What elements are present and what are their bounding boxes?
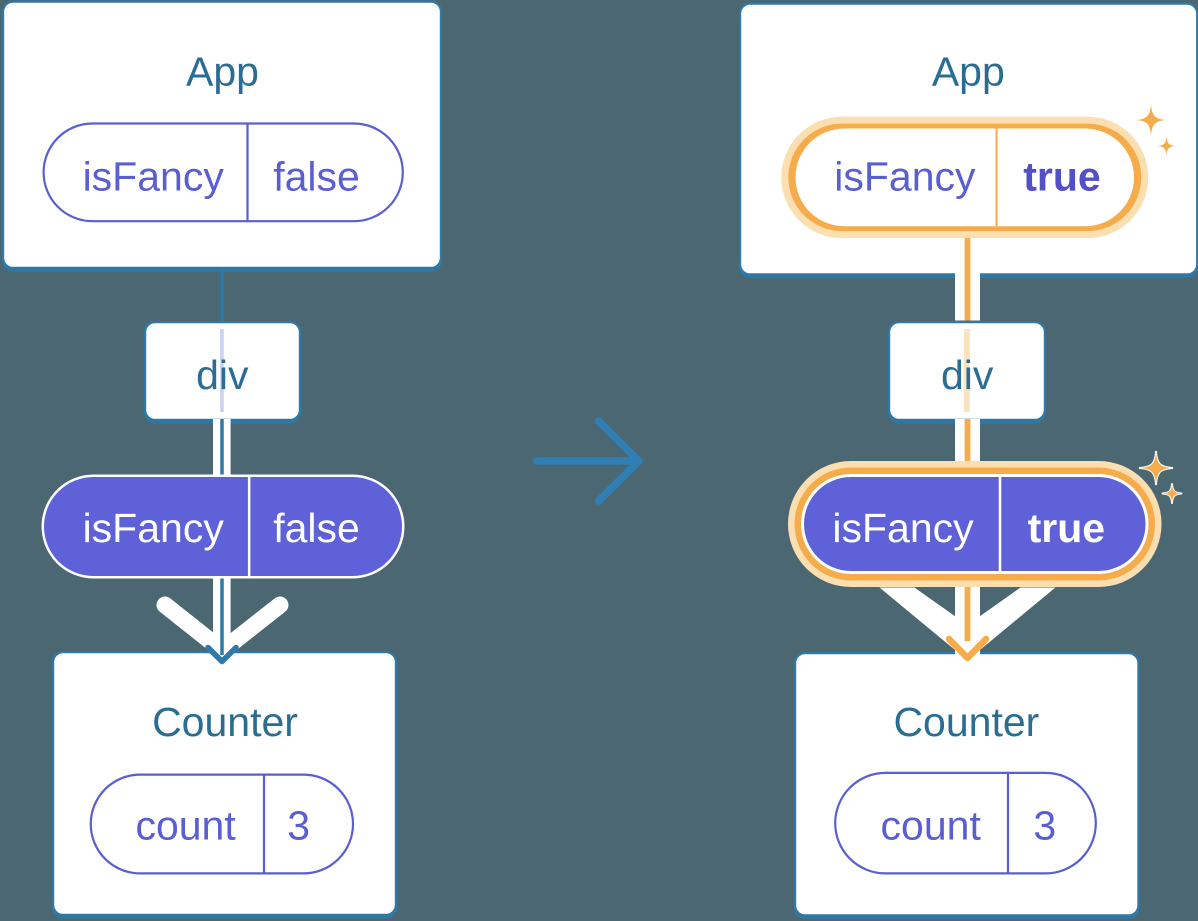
svg-text:3: 3 xyxy=(1033,803,1056,849)
svg-text:true: true xyxy=(1023,154,1100,200)
svg-text:App: App xyxy=(186,49,259,95)
svg-text:true: true xyxy=(1028,505,1105,551)
svg-text:isFancy: isFancy xyxy=(834,154,976,200)
svg-text:count: count xyxy=(881,803,982,849)
svg-text:isFancy: isFancy xyxy=(83,154,225,200)
svg-text:div: div xyxy=(196,352,249,398)
svg-text:div: div xyxy=(941,352,994,398)
svg-text:Counter: Counter xyxy=(893,699,1039,745)
svg-text:false: false xyxy=(273,154,360,200)
svg-text:false: false xyxy=(273,505,360,551)
svg-text:isFancy: isFancy xyxy=(83,505,225,551)
svg-text:App: App xyxy=(932,49,1005,95)
svg-text:Counter: Counter xyxy=(152,699,298,745)
svg-text:3: 3 xyxy=(287,803,310,849)
svg-text:isFancy: isFancy xyxy=(832,505,974,551)
svg-text:count: count xyxy=(135,803,236,849)
